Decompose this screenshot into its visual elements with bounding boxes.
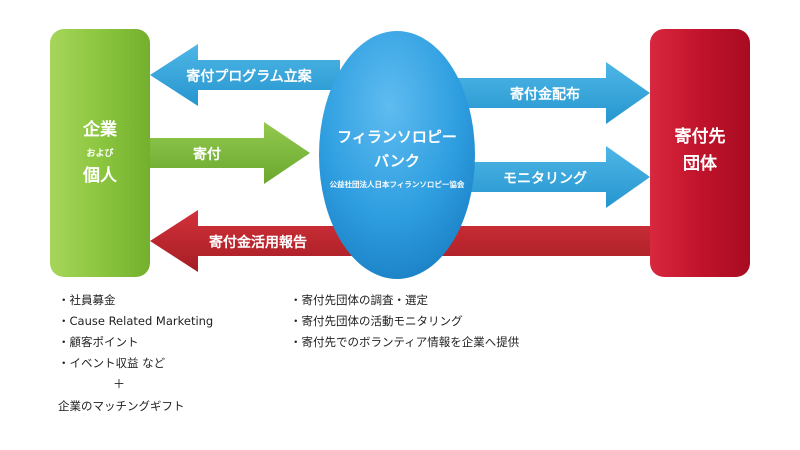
arrow-donation-label: 寄付 <box>193 146 221 163</box>
donation-sources-list: 社員募金 Cause Related Marketing 顧客ポイント イベント… <box>58 290 214 374</box>
list-item: 寄付先団体の活動モニタリング <box>290 311 519 332</box>
node-recipients-box <box>650 29 750 277</box>
list-item: 寄付先でのボランティア情報を企業へ提供 <box>290 332 520 353</box>
companies-label-line2: および <box>86 147 114 159</box>
arrow-monitoring-label: モニタリング <box>503 170 587 187</box>
arrow-distribution <box>440 62 650 124</box>
bank-subtitle: 公益社団法人日本フィランソロピー協会 <box>330 179 465 189</box>
arrow-monitoring <box>440 146 650 208</box>
bank-label-line2: バンク <box>374 152 420 170</box>
list-item: Cause Related Marketing <box>58 311 214 332</box>
arrow-donation <box>150 122 310 184</box>
recipients-label-line2: 団体 <box>683 153 718 174</box>
arrow-distribution-label: 寄付金配布 <box>510 86 580 103</box>
arrow-program-proposal <box>150 44 340 106</box>
arrow-usage-report-label: 寄付金活用報告 <box>209 234 307 251</box>
list-item: 顧客ポイント <box>58 332 213 353</box>
companies-label-line3: 個人 <box>82 165 118 186</box>
list-item: イベント収益 など <box>58 353 213 374</box>
arrow-program-proposal-label: 寄付プログラム立案 <box>186 68 313 85</box>
list-item: 寄付先団体の調査・選定 <box>290 290 519 311</box>
recipients-label-line1: 寄付先 <box>675 126 726 147</box>
bank-services-list: 寄付先団体の調査・選定 寄付先団体の活動モニタリング 寄付先でのボランティア情報… <box>290 290 520 353</box>
companies-label-line1: 企業 <box>82 119 117 140</box>
bank-label-line1: フィランソロピー <box>337 128 457 146</box>
node-philanthropy-bank <box>319 31 475 279</box>
node-companies-box <box>50 29 150 277</box>
list-item: 社員募金 <box>58 290 213 311</box>
plus-sign: ＋ <box>113 377 126 391</box>
matching-gift-label: 企業のマッチングギフト <box>58 399 185 413</box>
